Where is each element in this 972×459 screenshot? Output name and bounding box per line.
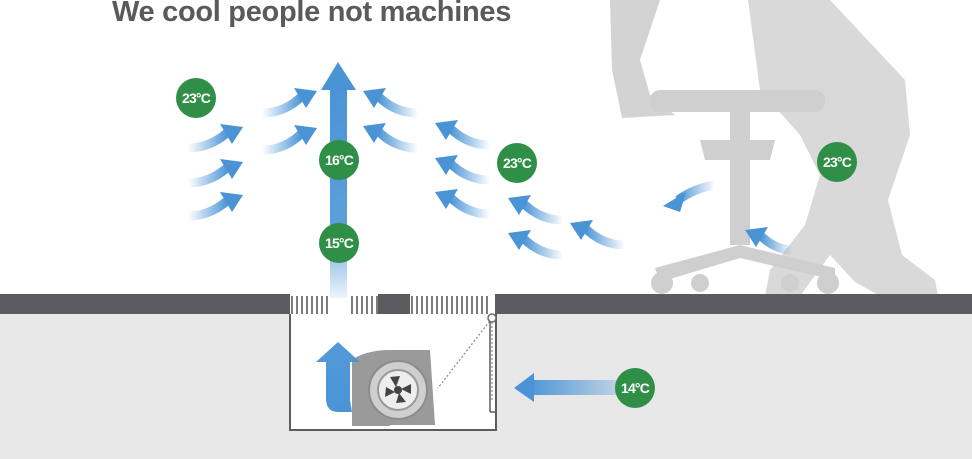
floor-grille (291, 296, 488, 316)
temp-label: 14°C (621, 380, 650, 396)
fan-icon (352, 350, 435, 426)
chair-silhouette-icon (610, 0, 839, 294)
temp-badge-room-left: 23°C (176, 78, 216, 118)
up-arrow-icon (316, 342, 360, 412)
temp-label: 15°C (325, 235, 354, 251)
diagram-title: We cool people not machines (112, 0, 512, 28)
temp-badge-room-middle: 23°C (497, 143, 537, 183)
airflow-arrowheads-right (220, 88, 317, 212)
temp-label: 16°C (325, 152, 354, 168)
airflow-arrows-right (187, 92, 306, 221)
temp-label: 23°C (823, 154, 852, 170)
intake-arrow-icon (514, 373, 632, 402)
temp-badge-underfloor-intake: 14°C (615, 368, 655, 408)
temp-badge-supply-upper: 16°C (319, 140, 359, 180)
temp-badge-supply-outlet: 15°C (319, 223, 359, 263)
raised-floor (0, 294, 972, 314)
airflow-arrowheads-left (363, 88, 768, 250)
temp-label: 23°C (182, 90, 211, 106)
temp-badge-room-right: 23°C (817, 142, 857, 182)
temp-label: 23°C (503, 155, 532, 171)
